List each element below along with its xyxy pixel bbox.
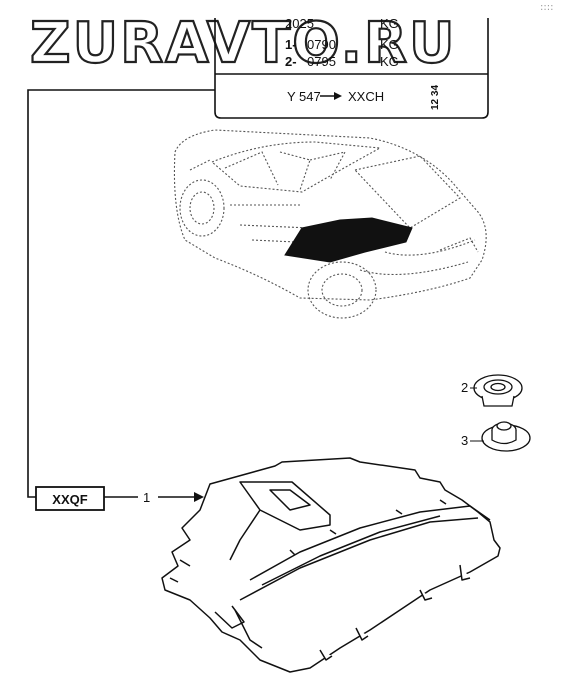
plate-total-weight: 2025 <box>285 16 314 31</box>
parcel-shelf <box>161 457 501 673</box>
car-parcel-shelf <box>284 217 413 263</box>
part-1-number: 1 <box>143 490 150 505</box>
plate-total-unit: KG <box>380 16 399 31</box>
plate-trim-code: XXCH <box>348 89 384 104</box>
part-3-number: 3 <box>461 433 468 448</box>
plate-small-code: 12 34 <box>430 85 441 110</box>
part-3-clip <box>481 421 531 452</box>
weight-plate: 2025 KG 1- 0790 KG 2- 0795 KG Y 547 XXCH… <box>214 16 489 119</box>
part-1-code-box: XXQF <box>35 486 138 511</box>
car-outline <box>173 129 487 319</box>
plate-paint-code: Y 547 <box>287 89 321 104</box>
part-1-code: XXQF <box>52 492 87 507</box>
part-1-arrow <box>158 492 204 502</box>
plate-axle1-prefix: 1- <box>285 37 297 52</box>
plate-axle1-unit: KG <box>380 37 399 52</box>
part-2-number: 2 <box>461 380 468 395</box>
plate-axle2-value: 0795 <box>307 54 336 69</box>
plate-axle2-prefix: 2- <box>285 54 297 69</box>
leader-line <box>27 89 215 498</box>
corner-dots: :::: <box>540 2 553 13</box>
plate-axle1-value: 0790 <box>307 37 336 52</box>
plate-axle2-unit: KG <box>380 54 399 69</box>
plate-arrow <box>320 92 342 100</box>
watermark: ZURAVTO.RU <box>30 11 457 76</box>
part-2-clip <box>473 374 523 407</box>
